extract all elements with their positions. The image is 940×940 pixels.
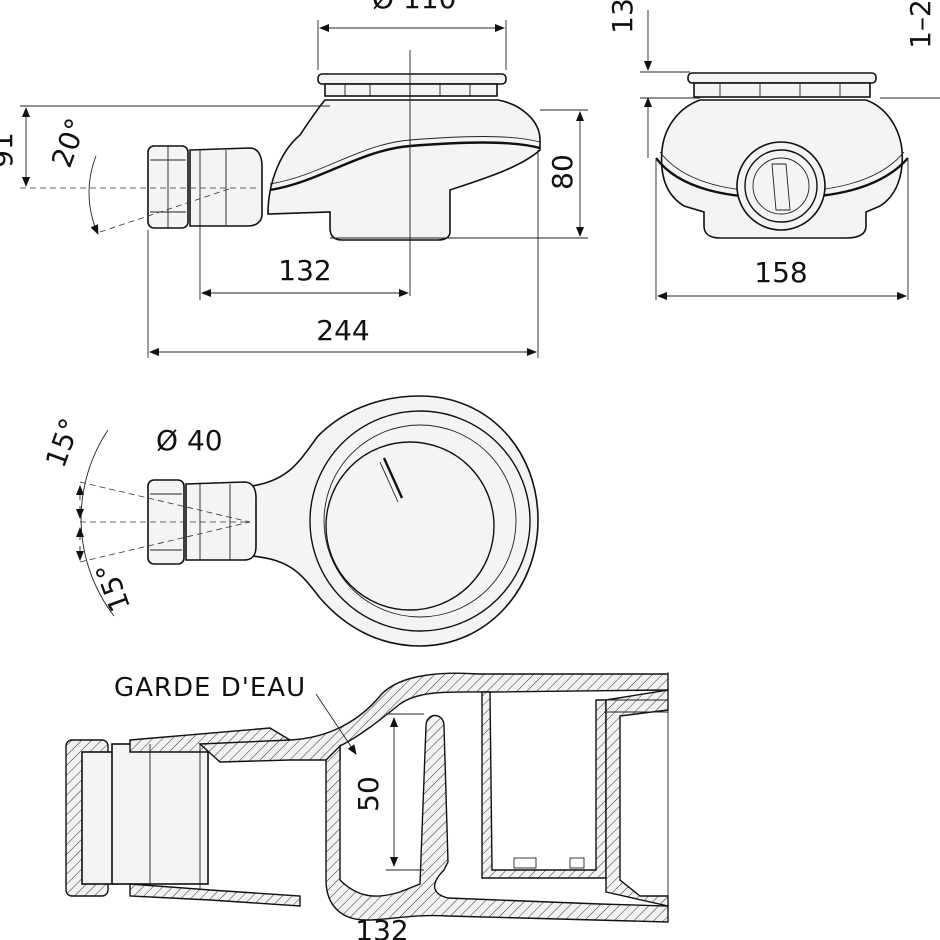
dim-height-total: 91 xyxy=(0,132,19,168)
section-view xyxy=(65,672,669,923)
dim-section-length: 132 xyxy=(355,914,408,940)
dim-flange-range: 1–2 xyxy=(904,0,937,49)
dim-outlet-offset: 132 xyxy=(278,254,331,287)
dim-angle-down: 15° xyxy=(89,558,137,616)
dim-outlet-diameter: Ø 40 xyxy=(156,424,223,457)
dim-angle-side: 20° xyxy=(45,114,93,172)
top-cap xyxy=(317,73,507,85)
dim-water-seal-height: 50 xyxy=(352,776,385,812)
side-view xyxy=(20,20,588,358)
dim-angle-up: 15° xyxy=(39,414,87,472)
grate xyxy=(309,410,531,632)
label-water-seal: GARDE D'EAU xyxy=(114,673,306,703)
front-view xyxy=(640,10,940,300)
dim-length-total: 244 xyxy=(316,314,369,347)
dim-cover-height: 13 xyxy=(606,0,639,34)
dim-width-side: 158 xyxy=(754,256,807,289)
drain-body xyxy=(267,99,541,241)
top-view xyxy=(76,395,539,647)
dim-height-body: 80 xyxy=(546,154,579,190)
top-body xyxy=(251,395,539,647)
dim-diameter-top: Ø 110 xyxy=(372,0,456,15)
